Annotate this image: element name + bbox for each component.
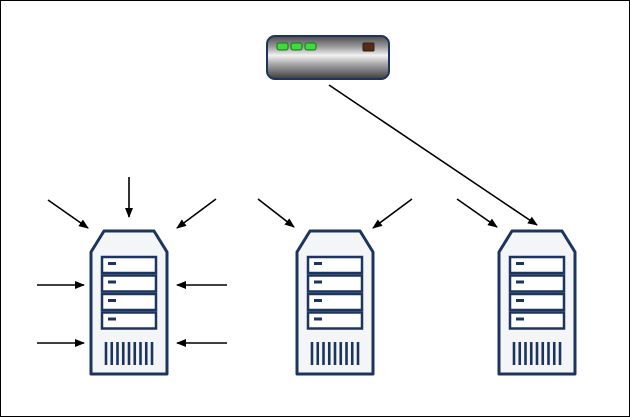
incoming-arrows-server-left xyxy=(37,177,227,347)
vent-slot xyxy=(524,342,527,365)
incoming-arrows-server-middle xyxy=(257,198,413,229)
vent-slot xyxy=(133,342,137,365)
drive-bay xyxy=(100,292,158,312)
drive-bay xyxy=(508,292,566,312)
vent-slot xyxy=(345,342,348,365)
vent-slot xyxy=(356,342,360,365)
drive-bay xyxy=(306,255,364,275)
vent-slot xyxy=(310,342,314,365)
drive-bay xyxy=(508,311,566,330)
vent-slot xyxy=(512,342,516,365)
vent-slot xyxy=(121,342,125,365)
server-tower-icon xyxy=(89,229,169,376)
status-led xyxy=(276,42,289,51)
drive-bay-indicator xyxy=(516,299,524,302)
vent-slot xyxy=(558,342,562,365)
drive-bay-indicator xyxy=(516,262,524,265)
drive-bay-indicator xyxy=(314,317,322,321)
vent-slot xyxy=(144,342,148,365)
drive-bay-indicator xyxy=(516,317,524,321)
status-led xyxy=(290,42,303,51)
drive-bay xyxy=(100,274,158,293)
vent-slot xyxy=(110,342,114,365)
incoming-arrow xyxy=(257,198,295,228)
server-tower-icon xyxy=(295,229,375,376)
vent-slot xyxy=(116,342,119,365)
vent-slot xyxy=(322,342,325,365)
drive-bay-indicator xyxy=(314,280,322,284)
vent-slot xyxy=(150,342,154,365)
vent-slot xyxy=(350,342,354,365)
drive-bay-indicator xyxy=(314,299,322,302)
router-port xyxy=(362,42,375,52)
incoming-arrow xyxy=(456,198,498,228)
status-led xyxy=(304,42,317,51)
vent-slot xyxy=(541,342,545,365)
vent-slot xyxy=(339,342,343,365)
drive-bay-indicator xyxy=(314,262,322,265)
vent-slot xyxy=(518,342,522,365)
connection-router-to-server-right xyxy=(328,84,538,226)
drive-bay xyxy=(100,255,158,275)
vent-slot xyxy=(327,342,331,365)
drive-bay xyxy=(306,274,364,293)
vent-slot xyxy=(547,342,550,365)
drive-bay xyxy=(306,292,364,312)
drive-bay-indicator xyxy=(108,299,116,302)
drive-bay-indicator xyxy=(108,280,116,284)
status-led-group xyxy=(276,42,317,51)
drive-bay xyxy=(306,311,364,330)
drive-bay-indicator xyxy=(108,262,116,265)
vent-slot xyxy=(316,342,320,365)
drive-bay-indicator xyxy=(108,317,116,321)
drive-bay xyxy=(100,311,158,330)
vent-slot xyxy=(535,342,539,365)
drive-bay xyxy=(508,255,566,275)
incoming-arrow xyxy=(47,199,89,229)
vent-slot xyxy=(333,342,337,365)
server-tower-icon xyxy=(497,229,577,376)
incoming-arrows-server-right xyxy=(456,198,498,228)
vent-slot xyxy=(529,342,533,365)
incoming-arrow xyxy=(372,198,413,229)
router-icon xyxy=(266,35,390,80)
incoming-arrow xyxy=(176,198,217,229)
drive-bay xyxy=(508,274,566,293)
vent-slot xyxy=(127,342,131,365)
vent-slot xyxy=(139,342,142,365)
drive-bay-indicator xyxy=(516,280,524,284)
vent-slot xyxy=(552,342,556,365)
vent-slot xyxy=(104,342,108,365)
